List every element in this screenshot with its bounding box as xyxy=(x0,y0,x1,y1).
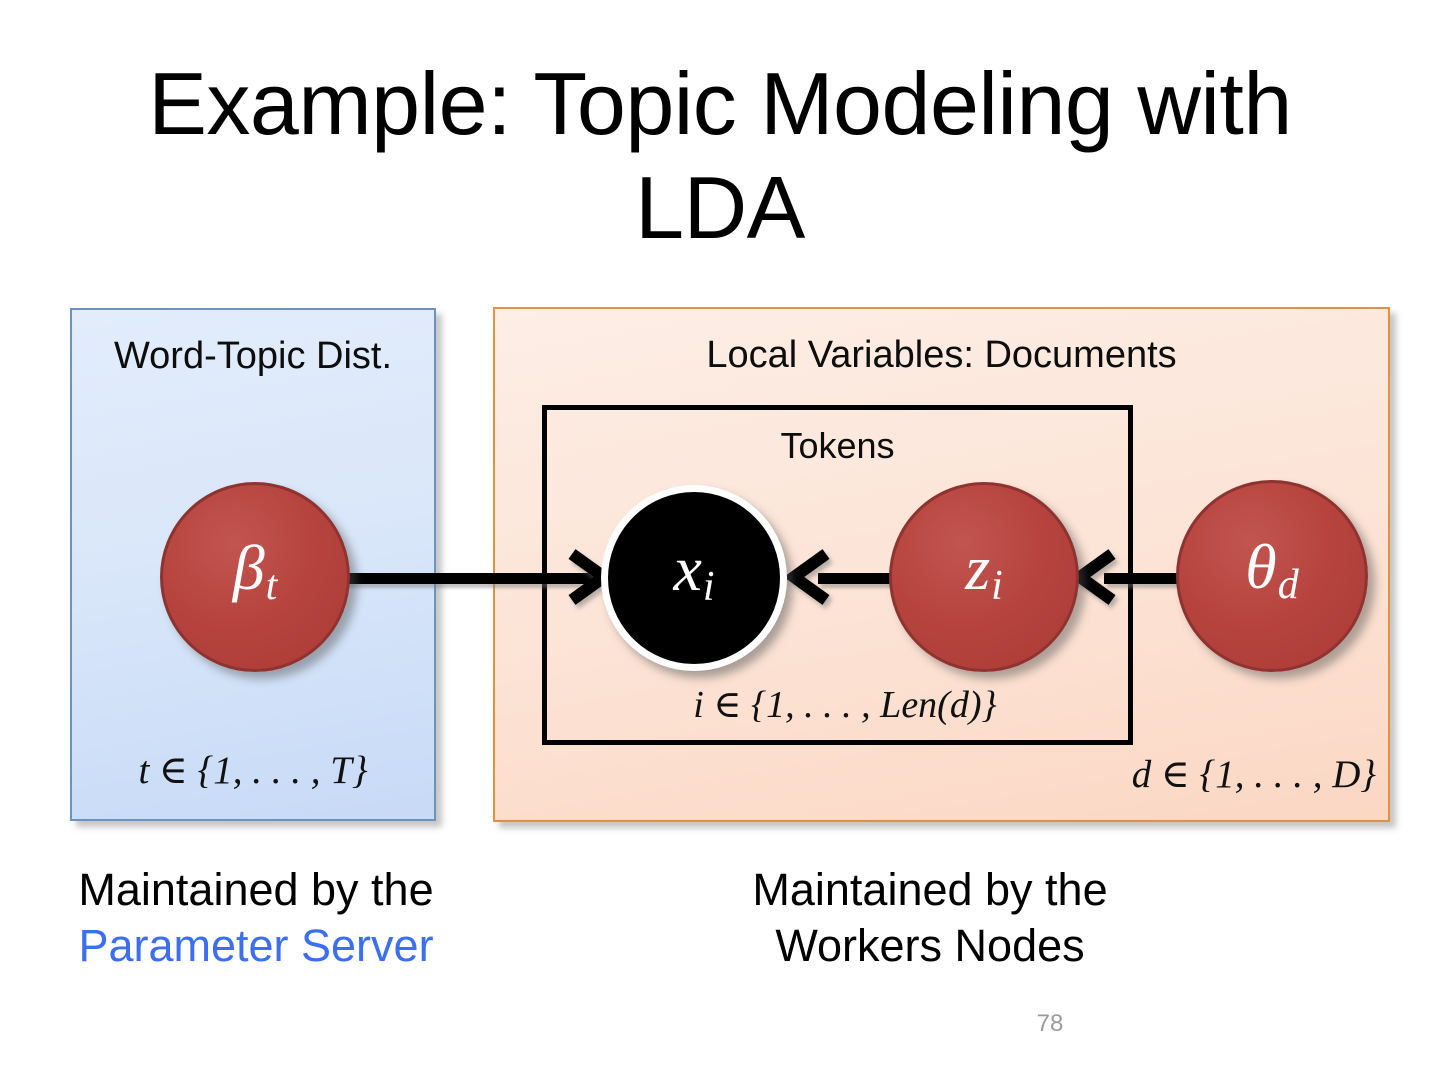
parameter-server-plate: Word-Topic Dist. xyxy=(70,308,436,821)
arrow-theta-to-z-line xyxy=(1104,573,1190,584)
node-theta-d-label: θd xyxy=(1245,531,1299,608)
caption-parameter-server: Maintained by the Parameter Server xyxy=(0,862,512,974)
arrow-z-to-x-line xyxy=(818,573,904,584)
slide-number: 78 xyxy=(1036,1010,1064,1037)
tokens-plate-label: Tokens xyxy=(780,425,895,466)
node-theta-d: θd xyxy=(1176,480,1368,672)
node-beta-t-label: βt xyxy=(232,532,278,609)
node-beta-t: βt xyxy=(160,482,350,672)
server-panel-heading: Word-Topic Dist. xyxy=(113,335,393,377)
plate-index-document: d ∈ {1, . . . , D} xyxy=(1131,753,1376,796)
caption-workers-line2: Workers Nodes xyxy=(775,920,1085,971)
caption-workers-line1: Maintained by the xyxy=(752,864,1108,915)
workers-panel-heading: Local Variables: Documents xyxy=(706,334,1177,376)
node-x-i-label: xi xyxy=(673,533,715,610)
arrow-beta-to-x-line xyxy=(342,573,596,584)
node-z-i: zi xyxy=(889,482,1079,672)
page-title: Example: Topic Modeling with LDA xyxy=(148,54,1292,257)
node-z-i-label: zi xyxy=(965,532,1003,609)
caption-worker-nodes: Maintained by the Workers Nodes xyxy=(620,862,1240,974)
node-x-i: xi xyxy=(601,485,787,671)
caption-server-line2: Parameter Server xyxy=(78,920,434,971)
caption-server-line1: Maintained by the xyxy=(78,864,434,915)
plate-index-token: i ∈ {1, . . . , Len(d)} xyxy=(693,684,997,726)
plate-index-topic: t ∈ {1, . . . , T} xyxy=(138,749,368,792)
